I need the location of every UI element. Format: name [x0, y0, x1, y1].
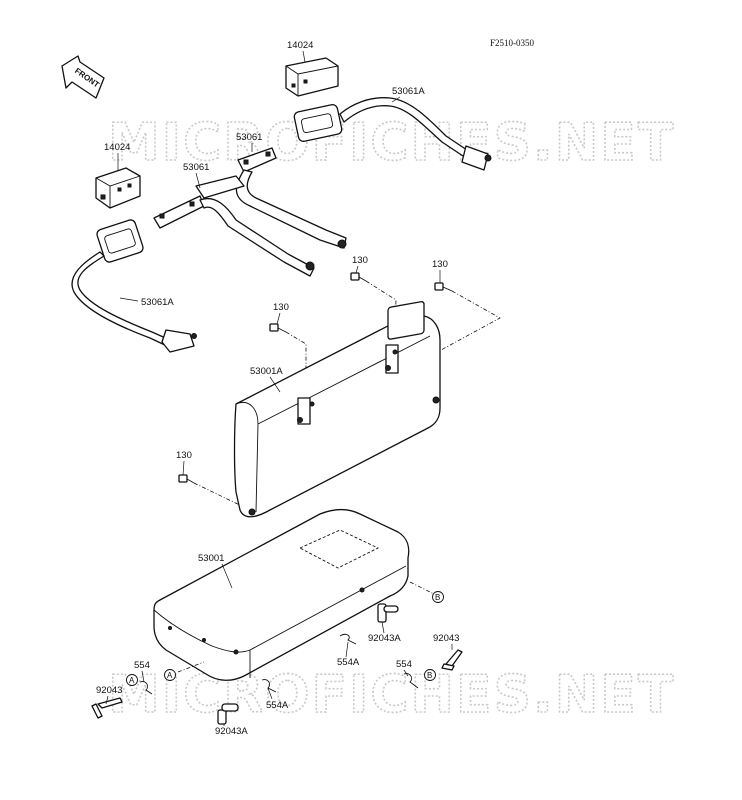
label-554-left: 554	[134, 660, 150, 671]
label-14024-top: 14024	[287, 40, 313, 51]
strap-bracket-53061	[153, 147, 347, 277]
pin-92043-right	[441, 649, 463, 671]
clip-554-left	[139, 681, 153, 695]
label-92043a-right: 92043A	[368, 633, 401, 644]
pin-92043-left	[91, 697, 123, 719]
label-53061a-right: 53061A	[392, 86, 425, 97]
label-53001: 53001	[198, 553, 224, 564]
watermark-top: MICROFICHES.NET	[108, 113, 675, 173]
label-53061a-left: 53061A	[141, 297, 174, 308]
label-14024-left: 14024	[104, 142, 130, 153]
cable-53061a-left	[71, 219, 197, 353]
ref-b-upper: B	[435, 593, 440, 602]
connector-cap-top	[285, 57, 339, 97]
ref-a-right: A	[167, 671, 173, 680]
label-554a-left: 554A	[266, 700, 289, 711]
clip-554a-center	[339, 633, 357, 645]
ref-b-lower: B	[427, 671, 432, 680]
bolt-130-d	[178, 474, 195, 484]
label-92043-right: 92043	[433, 633, 459, 644]
label-130-b: 130	[432, 259, 448, 270]
watermark-bottom: MICROFICHES.NET	[108, 665, 675, 725]
label-92043-left: 92043	[96, 685, 122, 696]
figure-code: F2510-0350	[490, 38, 535, 48]
bolt-130-b	[434, 282, 453, 292]
cable-53061a-right	[293, 97, 492, 171]
label-130-d: 130	[176, 450, 192, 461]
label-53061-upper: 53061	[236, 132, 262, 143]
clip-554a-left	[261, 679, 277, 693]
front-arrow-icon: FRONT	[61, 55, 105, 99]
bolt-130-c	[269, 323, 287, 333]
label-53061-lower: 53061	[183, 162, 209, 173]
seat-back-53001a	[233, 301, 441, 518]
bolt-130-a	[350, 272, 367, 282]
label-92043a-bottom: 92043A	[215, 726, 248, 737]
ref-a-left: A	[129, 676, 135, 685]
connector-cap-left	[95, 167, 141, 209]
clip-554-right	[403, 673, 419, 689]
pin-92043a-right	[377, 603, 399, 623]
label-554-right: 554	[396, 659, 412, 670]
seat-cushion-53001	[153, 508, 410, 681]
label-554a-center: 554A	[337, 657, 360, 668]
label-53001a: 53001A	[250, 366, 283, 377]
pin-92043a-bottom	[217, 703, 239, 725]
label-130-a: 130	[352, 255, 368, 266]
label-130-c: 130	[273, 302, 289, 313]
